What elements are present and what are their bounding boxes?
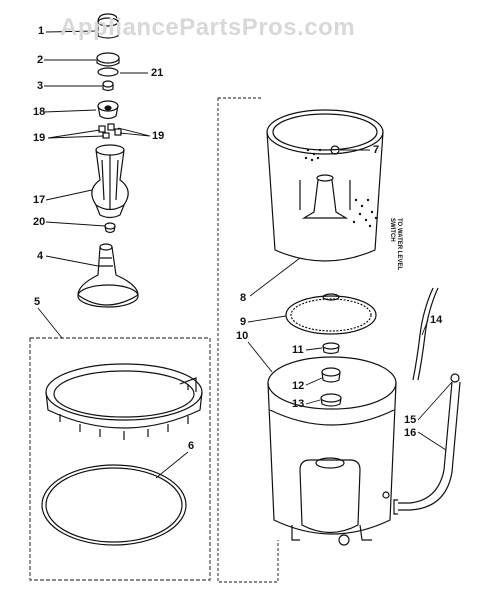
- callout-19-right: 19: [152, 130, 165, 142]
- part-10-outer-tub: [267, 356, 397, 546]
- callout-21: 21: [151, 67, 164, 79]
- callout-4: 4: [37, 250, 44, 262]
- watermark-text: AppliancePartsPros.com: [60, 14, 356, 41]
- callout-1: 1: [38, 25, 45, 37]
- callout-14: 14: [430, 314, 443, 326]
- callout-5: 5: [34, 296, 41, 308]
- note-line-2: SWITCH: [389, 218, 395, 242]
- part-20-bushing: [104, 222, 116, 234]
- part-8-basket: [266, 109, 384, 262]
- note-line-1: TO WATER LEVEL: [396, 218, 402, 271]
- callout-11: 11: [292, 344, 304, 356]
- leader-lines: [37, 30, 453, 479]
- callout-18: 18: [33, 106, 46, 118]
- callout-16: 16: [404, 427, 417, 439]
- connection-frame: [217, 97, 279, 583]
- callout-9: 9: [240, 316, 247, 328]
- basket-holes: [304, 148, 378, 228]
- callout-7: 7: [373, 144, 380, 156]
- part-6-gasket: [41, 464, 187, 546]
- callout-2: 2: [37, 54, 44, 66]
- callout-15: 15: [404, 414, 417, 426]
- part-1-cap: [97, 13, 119, 39]
- part-4-agitator-base: [77, 243, 139, 308]
- part-15-16-hose: [393, 373, 461, 515]
- part-17-agitator-top: [91, 144, 129, 219]
- part-21-ring: [97, 67, 119, 77]
- part-19-dogs: [98, 123, 122, 139]
- part-14-tube: [412, 287, 439, 381]
- callout-19-left: 19: [33, 132, 46, 144]
- callout-3: 3: [37, 80, 44, 92]
- callout-6: 6: [188, 440, 195, 452]
- callout-17: 17: [33, 194, 46, 206]
- callout-13: 13: [292, 398, 305, 410]
- callout-12: 12: [292, 380, 305, 392]
- callout-8: 8: [240, 292, 247, 304]
- callout-20: 20: [33, 216, 46, 228]
- part-5-group: [29, 337, 211, 581]
- part-3-washer: [102, 80, 114, 92]
- water-level-switch-note: TO WATER LEVEL SWITCH: [388, 218, 402, 270]
- part-9-hub: [285, 293, 377, 335]
- part-2-cap-seal: [96, 52, 120, 67]
- part-11-12-13-stack: [320, 342, 342, 407]
- callout-10: 10: [236, 330, 249, 342]
- part-18-cam: [97, 100, 119, 120]
